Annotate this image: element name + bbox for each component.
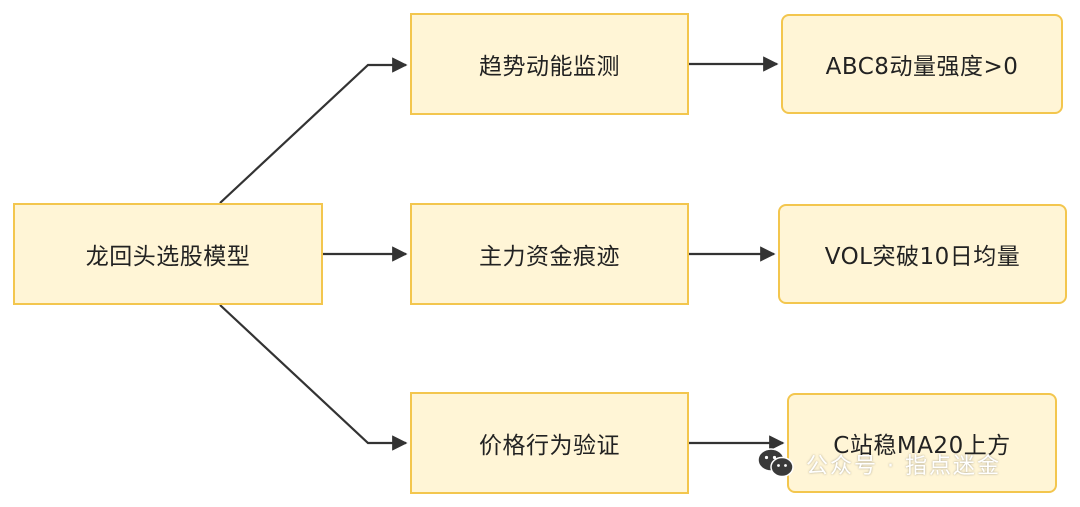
wechat-icon [757, 448, 794, 478]
leaf-node-label: VOL突破10日均量 [824, 244, 1021, 270]
root-node: 龙回头选股模型 [13, 203, 323, 305]
watermark-text: 公众号 · 指点迷金 [806, 454, 1001, 479]
branch-node-trend-momentum: 趋势动能监测 [410, 13, 689, 115]
leaf-node-volume-condition: VOL突破10日均量 [778, 204, 1067, 304]
root-node-label: 龙回头选股模型 [85, 244, 251, 270]
leaf-node-label: C站稳MA20上方 [833, 433, 1011, 459]
branch-node-label: 趋势动能监测 [479, 54, 620, 80]
branch-node-label: 价格行为验证 [479, 433, 620, 459]
branch-node-main-capital: 主力资金痕迹 [410, 203, 689, 305]
leaf-node-label: ABC8动量强度>0 [825, 54, 1019, 80]
edge-root-to-branch-3 [219, 304, 408, 451]
branch-node-label: 主力资金痕迹 [479, 244, 620, 270]
edge-root-to-branch-1 [219, 57, 408, 204]
watermark: 公众号 · 指点迷金 [756, 442, 1001, 486]
leaf-node-ma20-condition: C站稳MA20上方 [787, 393, 1057, 493]
leaf-node-momentum-condition: ABC8动量强度>0 [781, 14, 1063, 114]
branch-node-price-action: 价格行为验证 [410, 392, 689, 494]
